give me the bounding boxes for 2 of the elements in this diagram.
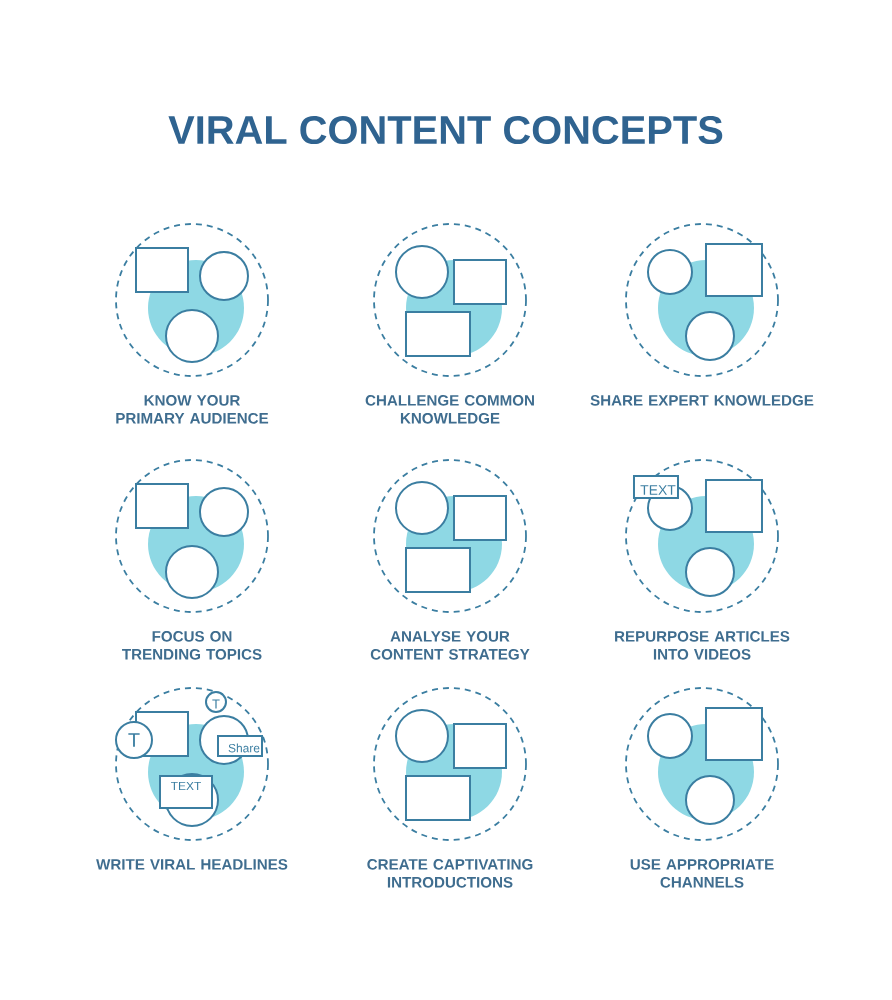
- icon-text: T: [128, 733, 140, 747]
- title: VIRAL CONTENT CONCEPTS: [168, 115, 723, 145]
